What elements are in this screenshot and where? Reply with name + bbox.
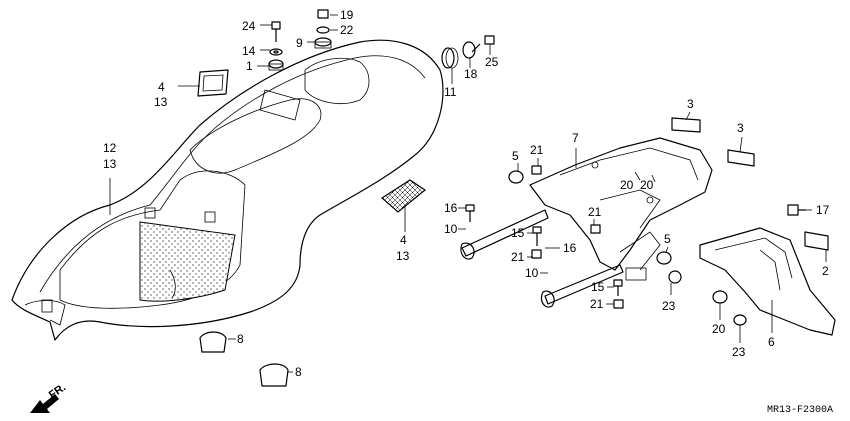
label-5a: 5 <box>512 149 519 163</box>
label-8b: 8 <box>295 365 302 379</box>
label-23b: 23 <box>732 345 746 359</box>
label-13c: 13 <box>103 157 117 171</box>
collar-23a <box>668 270 682 284</box>
seat-cowl <box>11 39 444 341</box>
label-20c: 20 <box>712 322 726 336</box>
label-6: 6 <box>768 335 775 349</box>
stay-10a <box>460 209 549 260</box>
reflector-lower <box>381 179 427 213</box>
collar-23b <box>733 314 747 326</box>
stay-10b <box>540 264 624 308</box>
label-16a: 16 <box>444 201 458 215</box>
nut-21a <box>531 165 542 175</box>
label-15a: 15 <box>511 226 525 240</box>
drawing-code: MR13-F2300A <box>767 405 833 416</box>
label-13b: 13 <box>396 249 410 263</box>
label-22: 22 <box>340 23 354 37</box>
nut-21d <box>613 299 624 309</box>
nut-21b <box>590 224 601 234</box>
label-9: 9 <box>296 36 303 50</box>
label-18: 18 <box>464 67 478 81</box>
nut-19 <box>317 9 329 19</box>
label-25: 25 <box>485 55 499 69</box>
label-2: 2 <box>822 264 829 278</box>
nut-21c <box>531 249 542 259</box>
label-10b: 10 <box>525 266 539 280</box>
label-14: 14 <box>242 44 256 58</box>
cushion-8a <box>199 331 227 353</box>
label-16b: 16 <box>563 241 577 255</box>
label-10a: 10 <box>444 222 458 236</box>
collar-5b <box>656 251 672 265</box>
label-23a: 23 <box>662 299 676 313</box>
label-24: 24 <box>242 19 256 33</box>
label-7: 7 <box>572 131 579 145</box>
grommet-20 <box>712 290 728 304</box>
grommet-9 <box>314 37 332 49</box>
label-15b: 15 <box>591 280 605 294</box>
cushion-8b <box>259 363 289 387</box>
label-8a: 8 <box>237 332 244 346</box>
leader-lines <box>109 14 827 373</box>
collar-18 <box>462 41 476 59</box>
bolt-24 <box>271 21 281 42</box>
reflector-upper <box>197 69 229 97</box>
label-11: 11 <box>444 85 457 99</box>
label-20b: 20 <box>640 178 654 192</box>
label-1: 1 <box>246 59 253 73</box>
bolt-16a <box>465 204 475 222</box>
front-arrow-icon <box>30 394 59 413</box>
label-4b: 4 <box>400 233 407 247</box>
collar-5a <box>508 170 524 184</box>
label-5b: 5 <box>664 232 671 246</box>
label-21c: 21 <box>511 250 525 264</box>
rear-fender <box>699 227 836 336</box>
grommet-1 <box>268 59 284 71</box>
part-labels: 4 13 24 14 1 19 22 9 11 18 25 12 13 4 13… <box>103 8 830 379</box>
label-21b: 21 <box>588 205 602 219</box>
rear-bracket <box>529 137 713 281</box>
label-13a: 13 <box>154 95 168 109</box>
collar-22 <box>316 26 330 34</box>
label-12: 12 <box>103 141 117 155</box>
grommet-11 <box>441 47 459 69</box>
label-19: 19 <box>340 8 354 22</box>
reflector-2 <box>804 231 829 251</box>
label-21a: 21 <box>530 143 544 157</box>
cushion-3a <box>671 117 701 133</box>
bolt-15b <box>613 279 623 296</box>
bolt-15a <box>532 226 542 246</box>
label-4a: 4 <box>158 80 165 94</box>
bolt-25 <box>471 35 495 53</box>
label-20a: 20 <box>620 178 634 192</box>
label-3a: 3 <box>687 97 694 111</box>
label-21d: 21 <box>590 297 604 311</box>
cushion-3b <box>727 149 755 167</box>
label-3b: 3 <box>737 121 744 135</box>
label-17: 17 <box>816 203 830 217</box>
washer-14 <box>269 48 283 56</box>
